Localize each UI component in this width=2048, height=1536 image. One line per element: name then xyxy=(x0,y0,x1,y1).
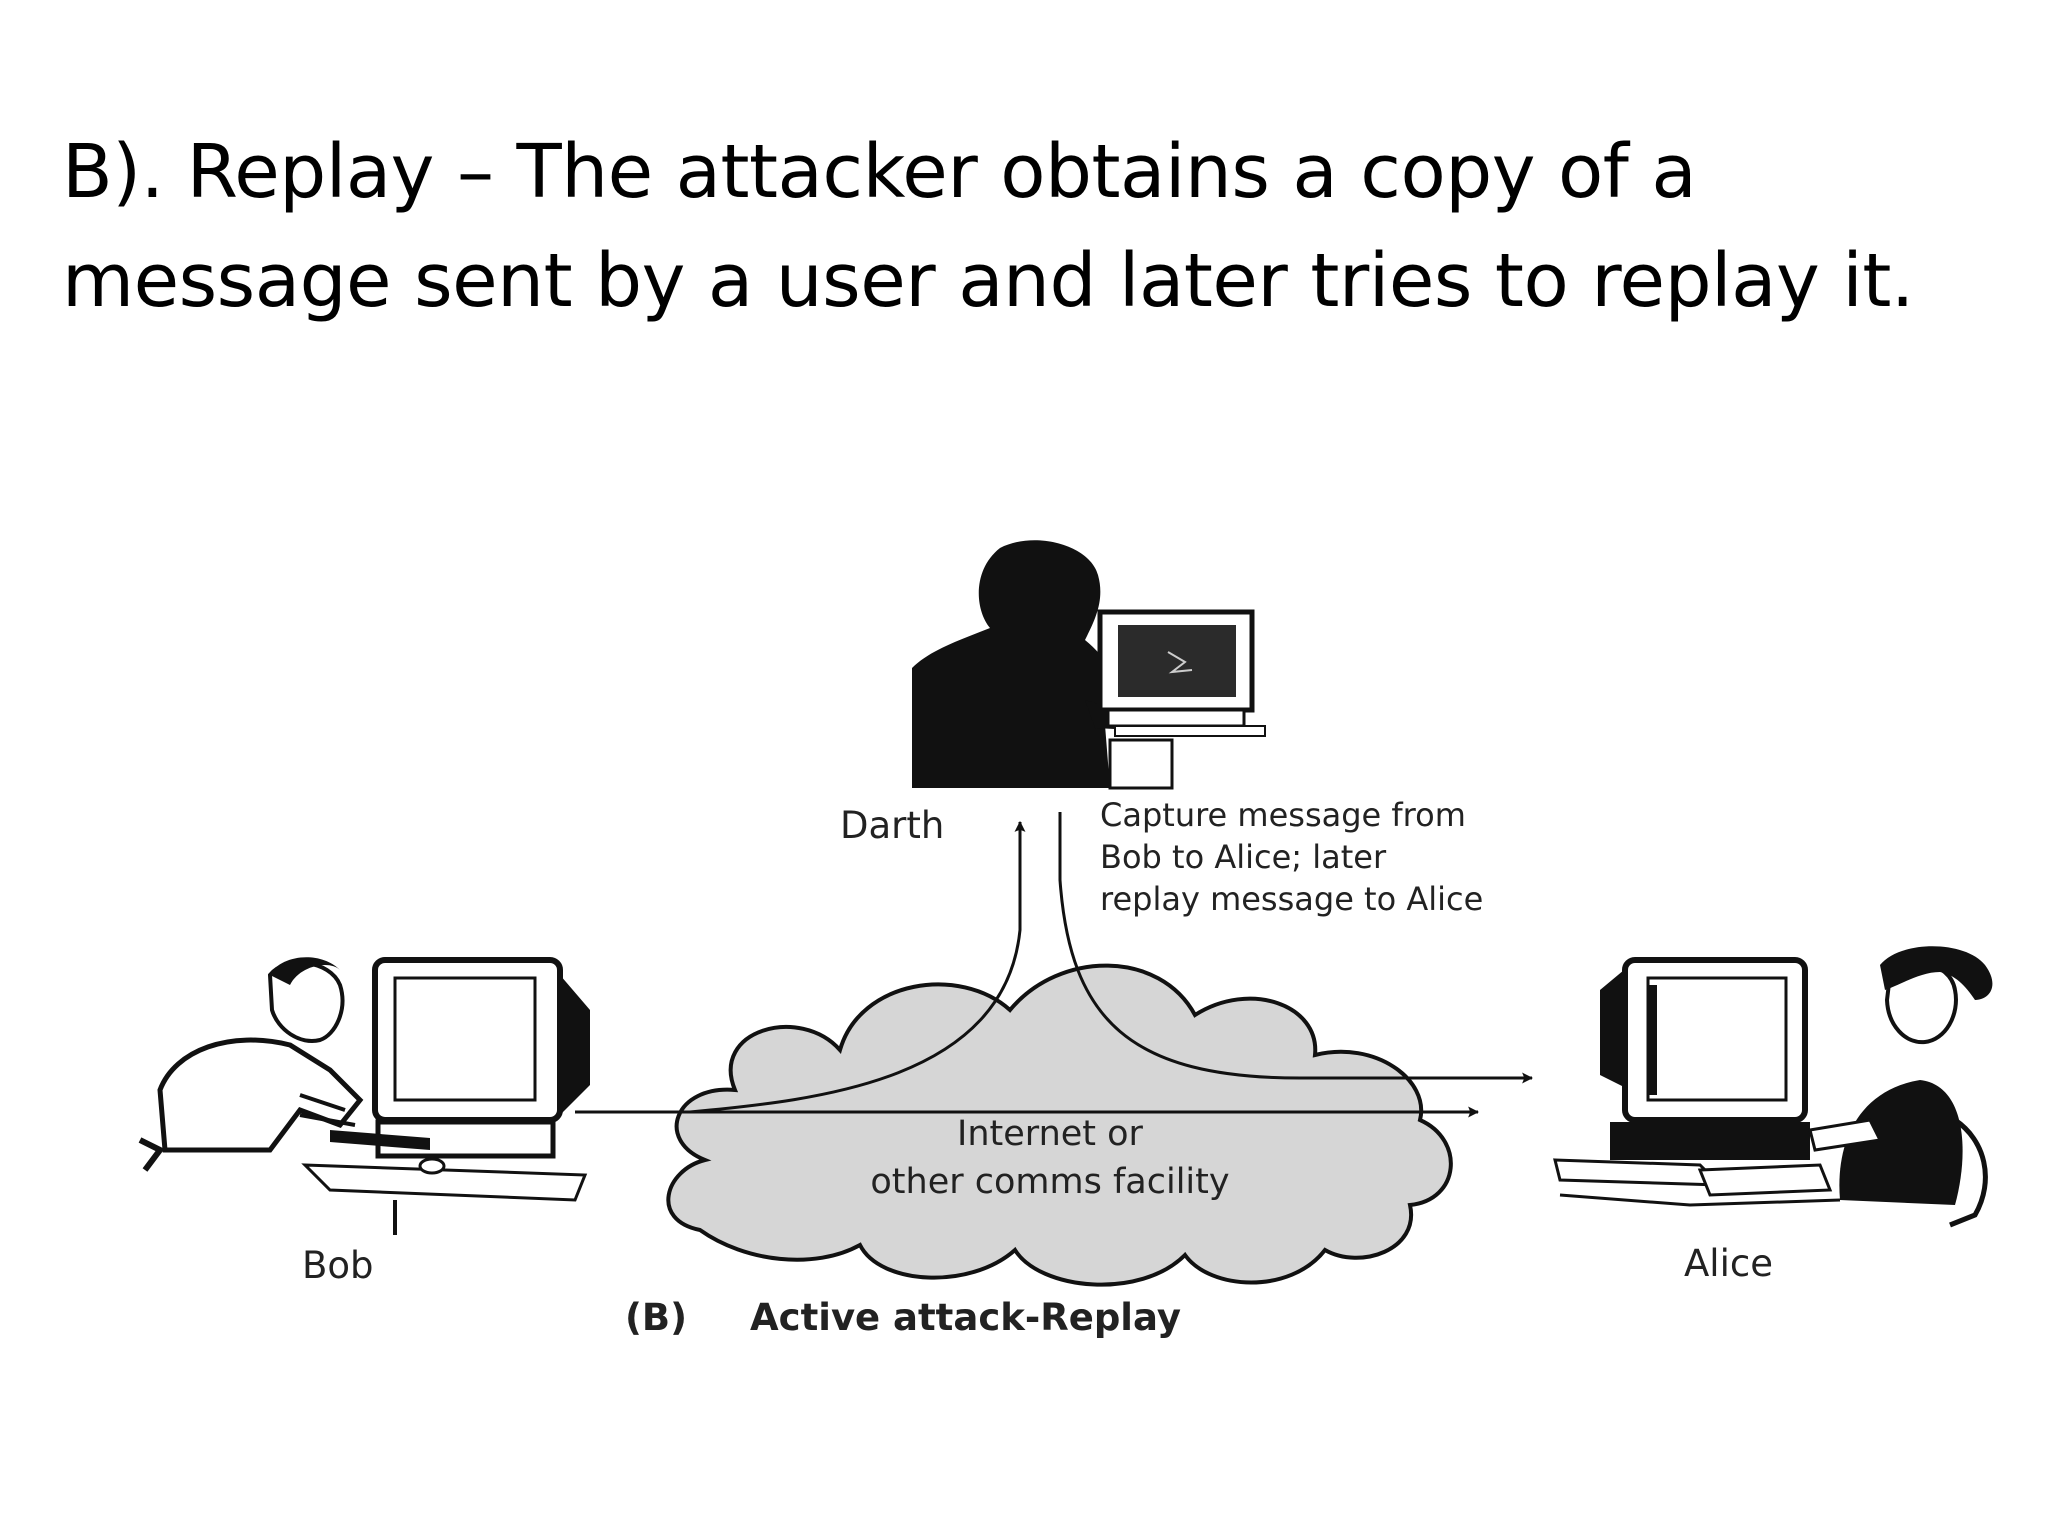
attacker-label: Darth xyxy=(840,804,944,847)
slide-title: B). Replay – The attacker obtains a copy… xyxy=(62,118,2022,336)
capture-annotation-line-2: Bob to Alice; later xyxy=(1100,838,1387,876)
replay-arrow xyxy=(1058,812,1534,1084)
alice-figure xyxy=(1553,946,1993,1228)
network-label-line-1: Internet or xyxy=(957,1114,1144,1154)
network-label-line-2: other comms facility xyxy=(870,1162,1229,1202)
slide-title-line-2: message sent by a user and later tries t… xyxy=(62,238,1914,324)
figure-caption-prefix: (B) xyxy=(625,1296,687,1339)
receiver-label: Alice xyxy=(1684,1242,1773,1285)
bob-figure xyxy=(138,957,590,1235)
figure-caption-text: Active attack-Replay xyxy=(750,1296,1181,1339)
capture-annotation-line-1: Capture message from xyxy=(1100,796,1466,834)
sender-label: Bob xyxy=(302,1244,374,1287)
slide-title-line-1: B). Replay – The attacker obtains a copy… xyxy=(62,129,1697,215)
attacker-figure xyxy=(912,540,1266,790)
network-cloud xyxy=(666,963,1453,1287)
capture-arrow xyxy=(689,820,1026,1114)
capture-annotation-line-3: replay message to Alice xyxy=(1100,880,1483,918)
